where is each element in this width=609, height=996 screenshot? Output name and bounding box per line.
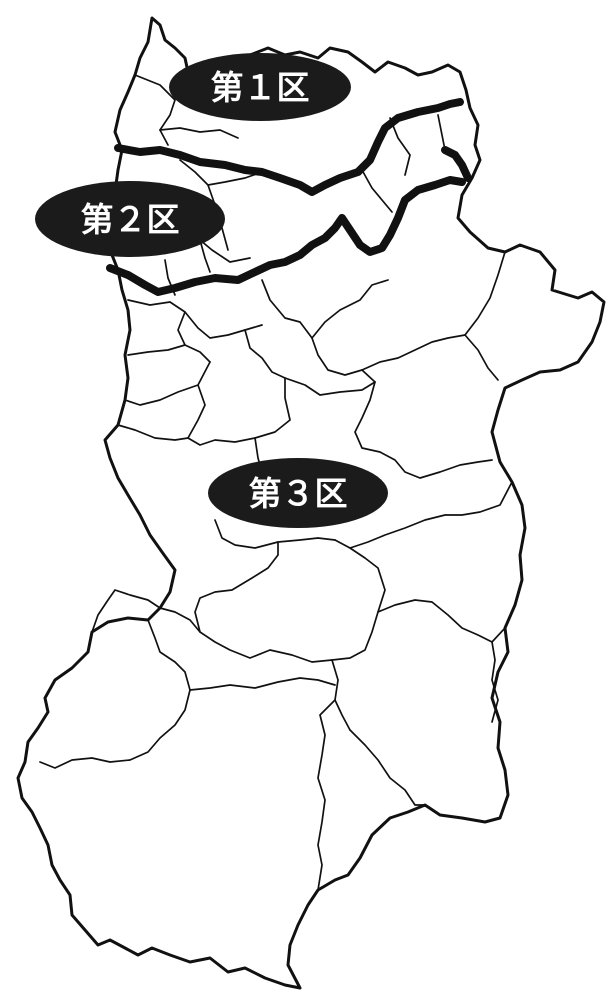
district-label-2: 第２区 xyxy=(35,181,225,257)
muni-boundary-19 xyxy=(127,344,186,356)
district-boundary-1-2 xyxy=(114,98,464,196)
muni-boundary-35 xyxy=(349,729,426,806)
muni-boundary-17 xyxy=(464,251,506,336)
muni-boundary-26 xyxy=(214,519,336,549)
muni-boundary-10 xyxy=(199,239,211,273)
muni-boundary-16 xyxy=(361,334,466,371)
muni-boundary-18 xyxy=(464,334,499,381)
muni-boundary-20 xyxy=(124,361,211,406)
muni-boundary-13 xyxy=(244,329,286,379)
muni-boundary-36 xyxy=(491,641,499,723)
muni-boundary-15 xyxy=(311,279,389,339)
muni-boundary-7 xyxy=(361,169,393,213)
muni-boundary-21 xyxy=(187,377,291,446)
label-background xyxy=(208,458,388,528)
muni-boundary-27 xyxy=(194,539,386,663)
muni-boundary-1 xyxy=(134,74,176,146)
label-background xyxy=(169,53,351,121)
label-text: 第３区 xyxy=(249,474,348,513)
district-label-3: 第３区 xyxy=(208,458,388,528)
district-boundary-east xyxy=(441,146,472,182)
muni-boundary-2 xyxy=(159,127,239,139)
muni-boundary-28 xyxy=(349,481,513,549)
label-background xyxy=(35,181,225,257)
muni-boundary-34 xyxy=(317,699,336,891)
muni-boundary-5 xyxy=(179,159,263,186)
muni-boundary-23 xyxy=(354,381,493,479)
muni-boundary-32 xyxy=(39,619,191,769)
muni-boundary-37 xyxy=(91,589,161,633)
muni-boundary-24 xyxy=(117,424,189,441)
muni-boundary-4 xyxy=(437,114,446,151)
muni-boundary-11 xyxy=(127,299,263,339)
muni-boundary-33 xyxy=(189,677,336,691)
label-text: 第２区 xyxy=(81,200,180,239)
muni-boundary-3 xyxy=(389,117,411,176)
district-label-1: 第１区 xyxy=(169,53,351,121)
muni-boundary-29 xyxy=(377,599,506,643)
muni-boundary-31 xyxy=(159,607,201,633)
district-boundary-2-3 xyxy=(106,176,466,296)
label-text: 第１区 xyxy=(211,68,310,107)
